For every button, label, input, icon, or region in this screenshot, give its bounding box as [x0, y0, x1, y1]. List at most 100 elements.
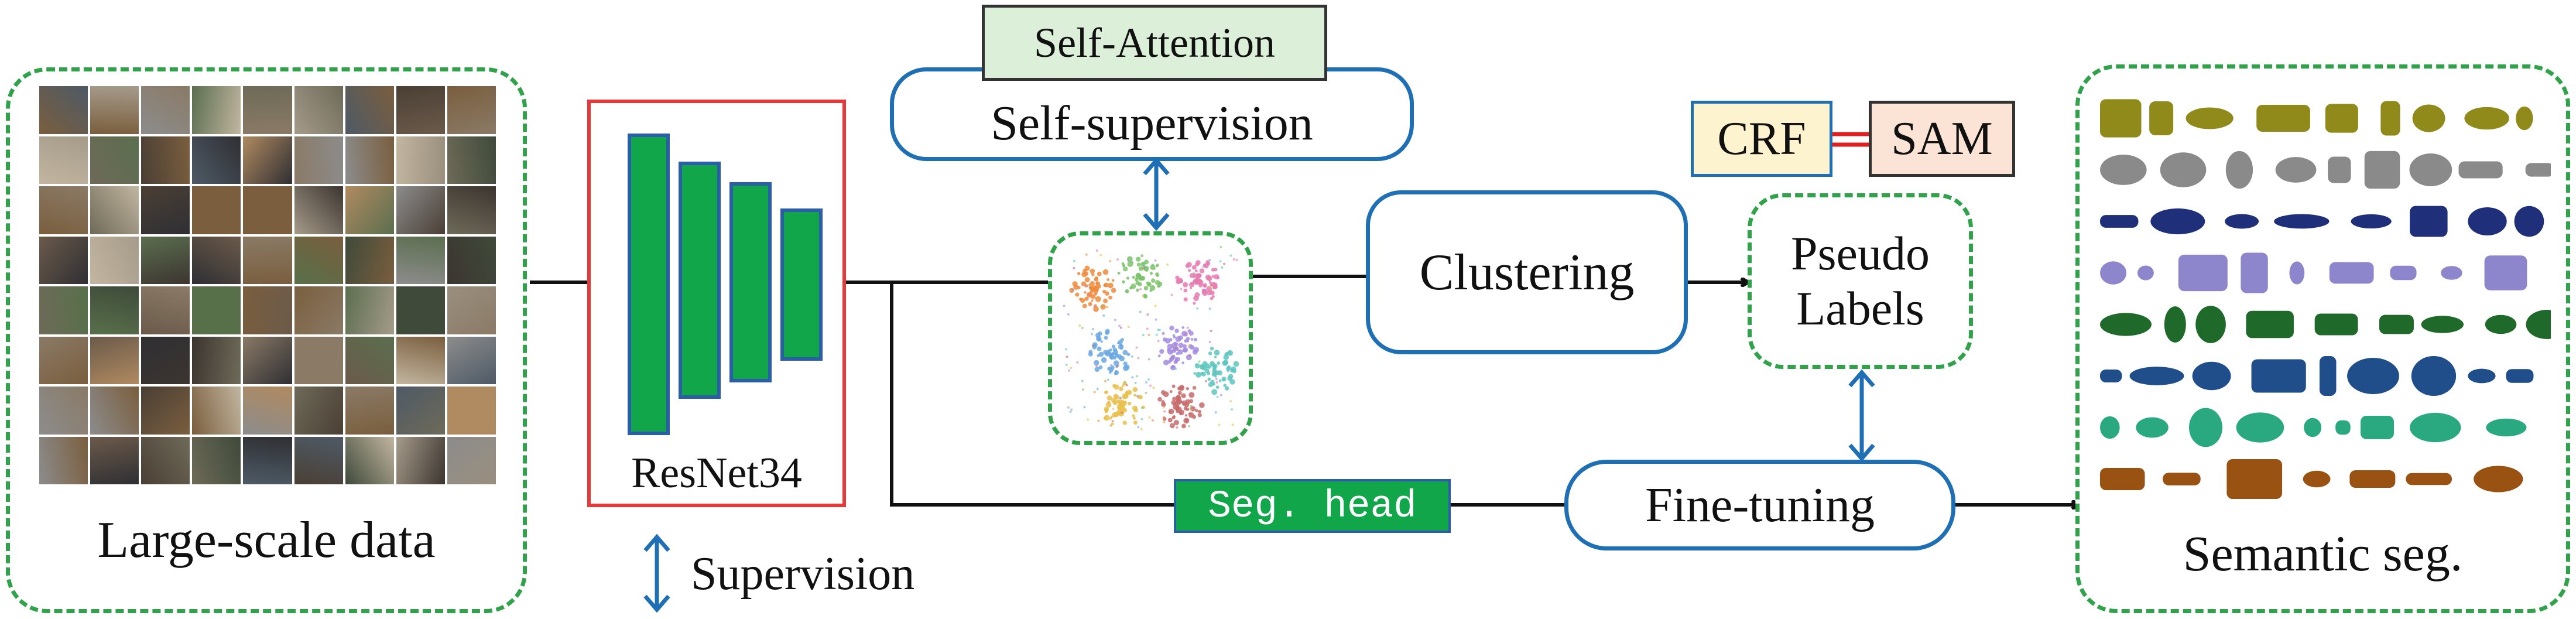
segmentation-mask — [2319, 356, 2337, 396]
embedding-point — [1169, 325, 1174, 331]
embedding-point — [1084, 285, 1087, 288]
embedding-point — [1174, 367, 1177, 370]
embedding-point — [1214, 355, 1217, 358]
segmentation-mask — [2136, 417, 2169, 438]
segmentation-mask — [2129, 367, 2184, 385]
embedding-point — [1132, 276, 1135, 279]
embedding-point — [1070, 367, 1073, 370]
embedding-point — [1065, 363, 1068, 366]
segmentation-mask — [2411, 355, 2457, 396]
output-panel: Semantic seg. — [2075, 64, 2570, 613]
embedding-point — [1215, 378, 1218, 381]
embedding-point — [1146, 327, 1149, 330]
embedding-point — [1195, 371, 1202, 378]
embedding-point — [1097, 419, 1100, 422]
pseudo-labels-panel: Pseudo Labels — [1748, 193, 1973, 369]
embedding-point — [1162, 332, 1165, 335]
embedding-point — [1131, 376, 1134, 379]
segmentation-mask — [2186, 107, 2234, 129]
embedding-point — [1169, 357, 1173, 361]
embedding-point — [1163, 410, 1166, 413]
embedding-point — [1112, 384, 1116, 388]
segmentation-mask — [2100, 369, 2122, 383]
embedding-point — [1221, 266, 1224, 269]
segmentation-mask — [2303, 470, 2331, 488]
embedding-point — [1105, 291, 1109, 296]
embedding-point — [1097, 346, 1102, 351]
mosaic-thumbnail — [396, 336, 445, 384]
embedding-point — [1093, 391, 1096, 394]
embedding-point — [1092, 285, 1097, 290]
mosaic-thumbnail — [192, 186, 241, 234]
image-mosaic — [39, 86, 496, 484]
segmentation-mask — [2241, 252, 2268, 293]
embedding-point — [1190, 405, 1193, 408]
embedding-point — [1198, 409, 1201, 413]
embedding-point — [1167, 418, 1173, 423]
embedding-point — [1155, 318, 1157, 321]
embedding-point — [1190, 408, 1193, 411]
embedding-point — [1108, 295, 1112, 300]
embedding-point — [1188, 392, 1195, 398]
mosaic-thumbnail — [396, 86, 445, 134]
embedding-point — [1116, 364, 1119, 367]
embedding-point — [1176, 426, 1179, 429]
embedding-point — [1227, 351, 1231, 354]
embedding-point — [1103, 416, 1107, 420]
segmentation-mask — [2441, 266, 2462, 280]
embedding-point — [1103, 350, 1108, 355]
embedding-point — [1083, 406, 1086, 409]
embedding-point — [1122, 350, 1128, 355]
segmentation-mask — [2236, 412, 2284, 443]
embedding-point — [1181, 423, 1186, 429]
segmentation-mask — [2274, 214, 2330, 229]
embedding-point — [1176, 404, 1180, 408]
embedding-point — [1191, 265, 1197, 270]
mosaic-thumbnail — [447, 436, 496, 484]
mosaic-thumbnail — [141, 436, 190, 484]
embedding-point — [1173, 334, 1176, 337]
embedding-point — [1147, 358, 1150, 361]
embedding-point — [1163, 391, 1169, 398]
embedding-point — [1232, 368, 1236, 374]
embedding-point — [1138, 275, 1144, 281]
embedding-point — [1188, 269, 1191, 272]
backbone-title: ResNet34 — [631, 449, 802, 497]
embedding-point — [1090, 281, 1095, 286]
mosaic-thumbnail — [345, 387, 394, 435]
mosaic-thumbnail — [192, 436, 241, 484]
segmentation-masks — [2100, 99, 2551, 500]
self-attention-box: Self-Attention — [982, 5, 1327, 81]
embedding-point — [1194, 363, 1200, 369]
segmentation-mask — [2246, 310, 2294, 338]
embedding-point — [1218, 423, 1221, 426]
embedding-point — [1123, 380, 1126, 383]
mosaic-thumbnail — [345, 186, 394, 234]
embedding-point — [1119, 396, 1122, 399]
embedding-point — [1223, 384, 1227, 387]
embedding-point — [1183, 406, 1188, 411]
embedding-point — [1157, 285, 1161, 288]
segmentation-mask — [2485, 314, 2517, 334]
embedding-point — [1170, 293, 1173, 296]
embedding-point — [1114, 319, 1116, 322]
mosaic-thumbnail — [39, 436, 88, 484]
embedding-point — [1178, 335, 1183, 340]
embedding-point — [1109, 354, 1114, 360]
embedding-point — [1199, 402, 1205, 408]
embedding-point — [1208, 340, 1211, 343]
embedding-point — [1108, 371, 1112, 374]
embedding-point — [1125, 384, 1128, 387]
embedding-point — [1081, 388, 1084, 391]
mosaic-thumbnail — [294, 186, 343, 234]
embedding-point — [1153, 267, 1156, 270]
self-attention-label: Self-Attention — [1034, 19, 1275, 66]
mosaic-thumbnail — [345, 336, 394, 384]
embedding-point — [1169, 423, 1175, 429]
mosaic-thumbnail — [141, 286, 190, 334]
embedding-point — [1095, 364, 1098, 367]
embedding-point — [1166, 263, 1169, 266]
embedding-point — [1204, 368, 1210, 373]
mosaic-thumbnail — [141, 236, 190, 284]
segmentation-mask — [2195, 306, 2226, 343]
